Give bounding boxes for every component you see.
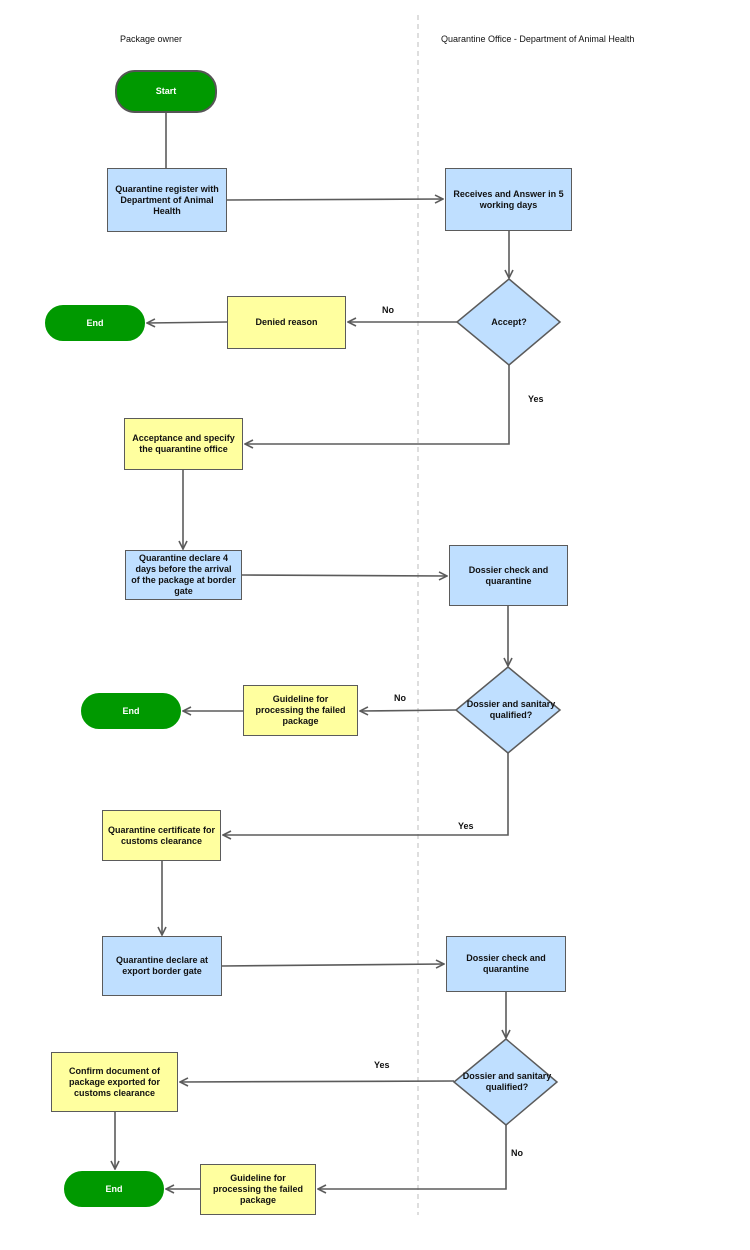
decision-accept: Accept? [491,316,527,327]
end-terminal-2: End [81,693,181,729]
start-terminal: Start [115,70,217,113]
lane-title-quarantine-office: Quarantine Office - Department of Animal… [441,34,635,44]
edge-label-yes-3: Yes [374,1060,390,1070]
edge-accept-acceptance [245,365,510,444]
edge-qualified2-guideline2 [318,1125,507,1189]
end-terminal-1: End [45,305,145,341]
lane-title-package-owner: Package owner [120,34,183,44]
process-quarantine-declare-export: Quarantine declare at export border gate [102,936,222,996]
decision-diamond-qualified1 [454,666,562,754]
decision-dossier-sanitary-qualified-1: Dossier and sanitary qualified? [466,699,556,720]
process-dossier-check-2: Dossier check and quarantine [446,936,566,992]
decision-diamond-qualified2 [452,1038,559,1126]
edge-declare-export-dossier2 [221,964,444,966]
process-receives-answer: Receives and Answer in 5 working days [445,168,572,231]
process-quarantine-declare-4-days: Quarantine declare 4 days before the arr… [125,550,242,600]
edge-label-no-2: No [394,693,406,703]
edge-register-receive [226,199,443,200]
decision-dossier-sanitary-qualified-2: Dossier and sanitary qualified? [462,1071,552,1092]
process-guideline-failed-package-2: Guideline for processing the failed pack… [200,1164,316,1215]
end-terminal-3: End [64,1171,164,1207]
edge-qualified1-guideline1 [360,710,457,711]
process-quarantine-certificate: Quarantine certificate for customs clear… [102,810,221,861]
process-dossier-check-1: Dossier check and quarantine [449,545,568,606]
process-denied-reason: Denied reason [227,296,346,349]
edge-qualified1-certificate [223,753,509,835]
process-quarantine-register: Quarantine register with Department of A… [107,168,227,232]
edge-label-yes-1: Yes [528,394,544,404]
process-acceptance-specify-office: Acceptance and specify the quarantine of… [124,418,243,470]
edge-label-yes-2: Yes [458,821,474,831]
edge-declare4-dossier1 [241,575,447,576]
process-guideline-failed-package-1: Guideline for processing the failed pack… [243,685,358,736]
process-confirm-document-exported: Confirm document of package exported for… [51,1052,178,1112]
edge-label-no-1: No [382,305,394,315]
edge-qualified2-confirm [180,1081,455,1082]
edge-denied-end1 [147,322,228,323]
decision-diamond-accept [455,278,562,366]
edge-label-no-3: No [511,1148,523,1158]
